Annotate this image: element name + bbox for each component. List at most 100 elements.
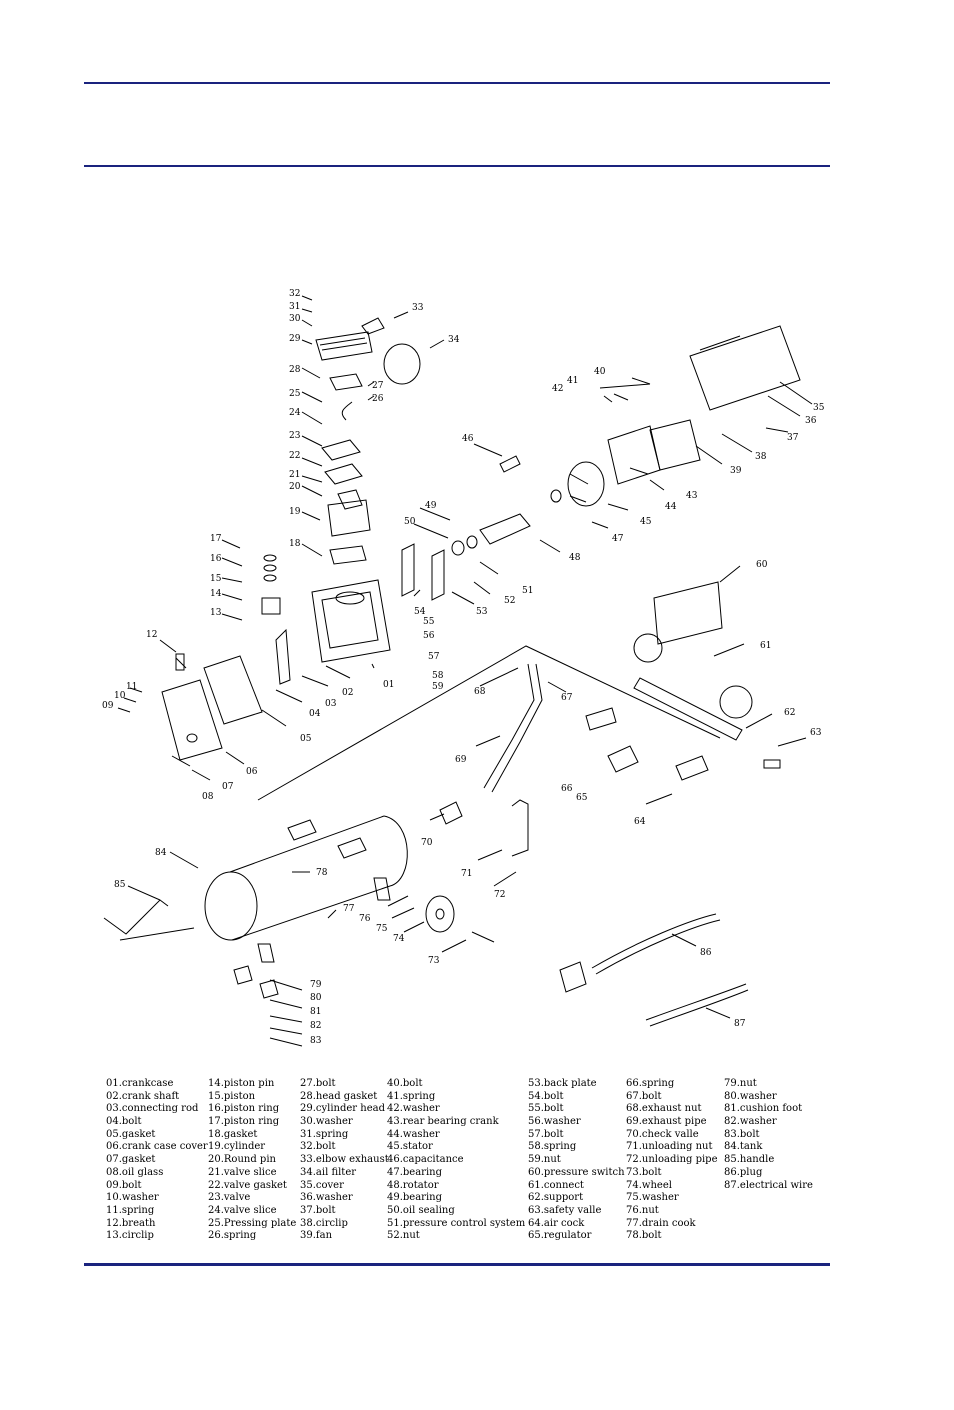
legend-item: 57.bolt [528, 1128, 564, 1140]
callout-62: 62 [784, 708, 795, 718]
legend-item: 44.washer [387, 1128, 440, 1140]
callout-43: 43 [686, 491, 698, 501]
legend-column-4: 40.bolt 41.spring 42.washer 43.rear bear… [387, 1078, 525, 1243]
legend-item: 21.valve slice [208, 1166, 277, 1178]
legend-item: 67.bolt [626, 1090, 662, 1102]
exhaust-pipe-part [483, 663, 535, 789]
legend-item: 06.crank case cover [106, 1141, 208, 1153]
legend-item: 48.rotator [387, 1179, 439, 1191]
callout-61: 61 [760, 641, 771, 651]
legend-item: 01.crankcase [106, 1078, 174, 1089]
plug-part [559, 961, 587, 993]
callout-12: 12 [146, 630, 157, 640]
legend-item: 05.gasket [106, 1128, 156, 1140]
callout-32: 32 [289, 289, 300, 299]
callout-17: 17 [210, 534, 222, 544]
callout-85: 85 [114, 880, 126, 890]
legend-item: 65.regulator [528, 1230, 592, 1242]
legend-item: 16.piston ring [208, 1103, 280, 1115]
callout-68: 68 [474, 687, 486, 697]
callout-33: 33 [412, 303, 424, 313]
callout-77: 77 [343, 904, 355, 914]
legend-item: 54.bolt [528, 1090, 564, 1102]
cylinder-head-part [315, 331, 373, 361]
callout-60: 60 [756, 560, 768, 570]
legend-column-1: 01.crankcase 02.crank shaft 03.connectin… [106, 1078, 208, 1243]
legend-item: 58.spring [528, 1141, 577, 1153]
legend-item: 42.washer [387, 1103, 440, 1115]
callout-64: 64 [634, 817, 646, 827]
legend-item: 19.cylinder [208, 1141, 266, 1153]
rear-bearing-part [607, 425, 661, 485]
rotator-part [479, 513, 531, 545]
callout-28: 28 [289, 365, 301, 375]
callout-26: 26 [372, 394, 384, 404]
legend-item: 35.cover [300, 1179, 344, 1191]
legend-item: 26.spring [208, 1230, 257, 1242]
capacitance-part [499, 455, 521, 473]
callout-51: 51 [522, 586, 533, 596]
callout-39: 39 [730, 466, 742, 476]
gauge-part-2 [719, 685, 753, 719]
legend-item: 75.washer [626, 1192, 679, 1204]
callout-02: 02 [342, 688, 353, 698]
callout-76: 76 [359, 914, 371, 924]
air-filter-part [383, 343, 421, 385]
callout-34: 34 [448, 335, 460, 345]
legend-column-5: 53.back plate 54.bolt 55.bolt 56.washer … [528, 1078, 625, 1243]
legend-item: 77.drain cook [626, 1217, 696, 1229]
callout-37: 37 [787, 433, 799, 443]
unloading-pipe-part [511, 799, 529, 857]
callout-82: 82 [310, 1021, 321, 1031]
callout-63: 63 [810, 728, 822, 738]
legend-item: 70.check valle [626, 1128, 699, 1140]
pressure-switch-part [653, 581, 723, 645]
legend-item: 18.gasket [208, 1128, 258, 1140]
callout-14: 14 [210, 589, 222, 599]
callout-27: 27 [372, 381, 384, 391]
cover-part [689, 325, 801, 411]
callout-44: 44 [665, 502, 677, 512]
wheel-part [425, 895, 455, 933]
callout-18: 18 [289, 539, 301, 549]
callout-87: 87 [734, 1019, 746, 1029]
crank-case-cover-part [161, 679, 223, 761]
support-part [633, 677, 743, 741]
callout-16: 16 [210, 554, 222, 564]
callout-71: 71 [461, 869, 472, 879]
legend-column-2: 14.piston pin 15.piston 16.piston ring 1… [208, 1078, 296, 1243]
footer-rule [84, 1263, 830, 1266]
legend-item: 72.unloading pipe [626, 1154, 718, 1166]
callout-48: 48 [569, 553, 581, 563]
callout-52: 52 [504, 596, 515, 606]
legend-item: 87.electrical wire [724, 1179, 813, 1191]
legend-item: 74.wheel [626, 1179, 672, 1191]
callout-75: 75 [376, 924, 388, 934]
callout-49: 49 [425, 501, 437, 511]
callout-84: 84 [155, 848, 167, 858]
legend-item: 14.piston pin [208, 1078, 275, 1089]
legend-item: 08.oil glass [106, 1166, 164, 1178]
header-rule-top [84, 82, 830, 84]
callout-73: 73 [428, 956, 440, 966]
callout-70: 70 [421, 838, 433, 848]
callout-08: 08 [202, 792, 214, 802]
legend-item: 66.spring [626, 1078, 675, 1089]
callout-57: 57 [428, 652, 440, 662]
legend-item: 46.capacitance [387, 1154, 464, 1166]
legend-item: 52.nut [387, 1230, 420, 1242]
cylinder-part [327, 499, 371, 537]
callout-38: 38 [755, 452, 767, 462]
callout-86: 86 [700, 948, 712, 958]
legend-item: 27.bolt [300, 1078, 336, 1089]
callout-53: 53 [476, 607, 488, 617]
legend-item: 53.back plate [528, 1078, 597, 1089]
callout-40: 40 [594, 367, 606, 377]
callout-54: 54 [414, 607, 426, 617]
legend-item: 47.bearing [387, 1166, 443, 1178]
legend-item: 69.exhaust pipe [626, 1116, 707, 1128]
legend-item: 61.connect [528, 1179, 584, 1191]
check-valve-part [439, 801, 463, 825]
legend-item: 17.piston ring [208, 1116, 280, 1128]
legend-item: 11.spring [106, 1204, 155, 1216]
